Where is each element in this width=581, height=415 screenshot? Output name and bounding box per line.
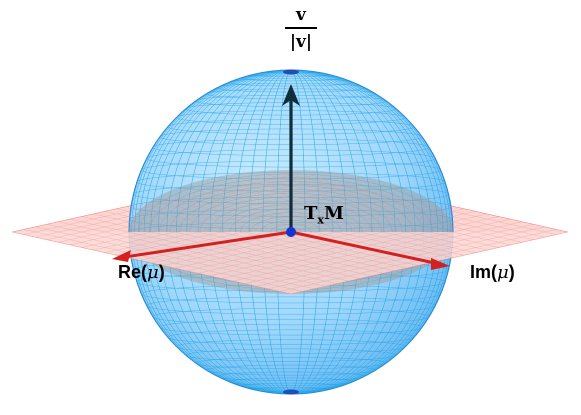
imag-axis-suffix: ) — [508, 262, 515, 282]
imag-axis-arrow — [290, 230, 450, 270]
real-axis-label: Re(μ) — [118, 262, 165, 283]
north-pole-marker — [283, 69, 299, 75]
imag-axis-prefix: Im( — [470, 262, 497, 282]
origin-point — [286, 227, 296, 237]
tangent-space-label: TxM — [304, 203, 344, 227]
unit-vector-label: v |v| — [281, 4, 321, 52]
fraction-bar — [285, 27, 317, 29]
arrow-up-icon — [282, 84, 300, 106]
unit-vector-arrow — [282, 84, 300, 232]
vector-numerator: v — [296, 5, 306, 25]
real-axis-prefix: Re( — [118, 262, 148, 282]
tangent-space-symbol: T — [304, 203, 318, 224]
vector-denominator: |v| — [289, 31, 313, 52]
real-axis-arrow — [112, 230, 292, 262]
south-pole-marker — [283, 389, 299, 395]
real-axis-mu: μ — [147, 262, 159, 283]
real-axis-suffix: ) — [158, 262, 165, 282]
tangent-manifold-symbol: M — [323, 203, 344, 224]
tangent-space-subscript: x — [317, 213, 324, 227]
imag-axis-mu: μ — [497, 262, 509, 283]
imag-axis-label: Im(μ) — [470, 262, 515, 283]
